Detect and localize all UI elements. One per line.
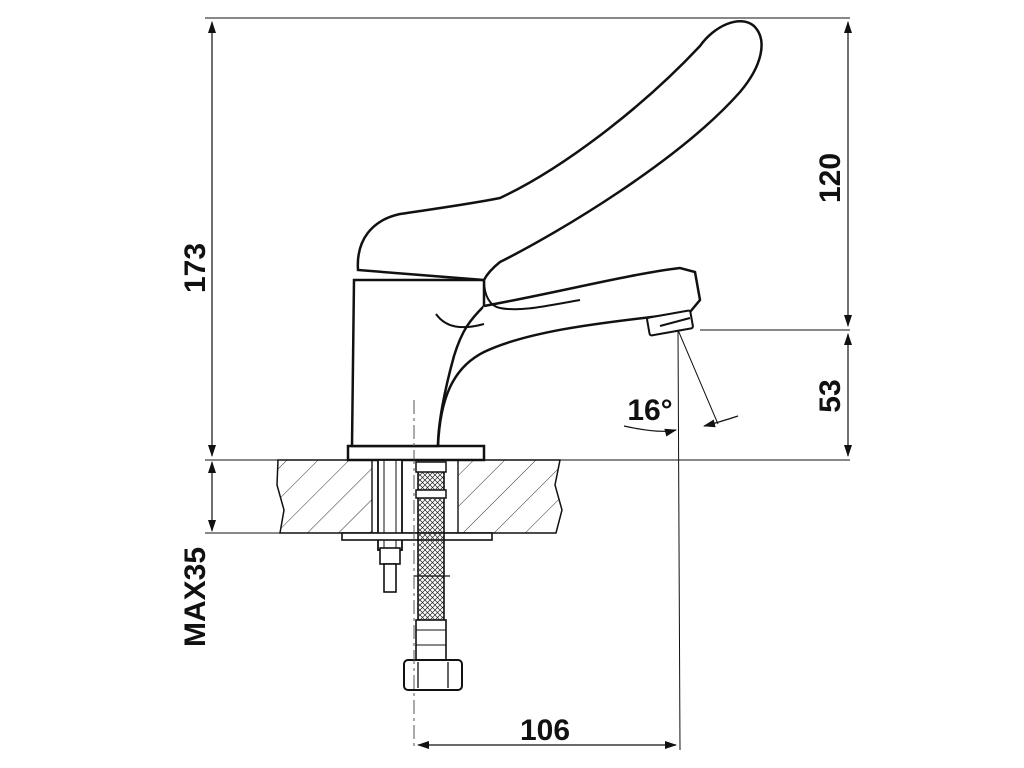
dimension-spout-height: 53 (814, 333, 852, 457)
max-thickness-label: MAX35 (179, 547, 212, 647)
faucet-spout (436, 266, 702, 447)
dimension-lever-height: 120 (814, 21, 852, 327)
dimension-spout-reach: 106 (417, 714, 677, 749)
hose-connector-nut (403, 659, 463, 691)
dimension-overall-height: 173 (179, 21, 216, 457)
extension-lines (205, 17, 850, 534)
center-lines (413, 329, 719, 751)
overall-height-label: 173 (179, 243, 212, 293)
dimension-max-thickness: MAX35 (179, 461, 216, 647)
dimension-spout-angle: 16° (623, 394, 739, 437)
spout-reach-label: 106 (520, 714, 570, 747)
mounting-nut-plate (341, 532, 493, 541)
faucet-lever-handle (356, 20, 763, 329)
lever-height-label: 120 (814, 153, 847, 203)
spout-height-label: 53 (814, 379, 847, 412)
faucet-body (346, 278, 486, 462)
mounting-stud (377, 459, 403, 593)
spout-angle-label: 16° (627, 394, 672, 427)
flexible-hose (414, 461, 450, 661)
